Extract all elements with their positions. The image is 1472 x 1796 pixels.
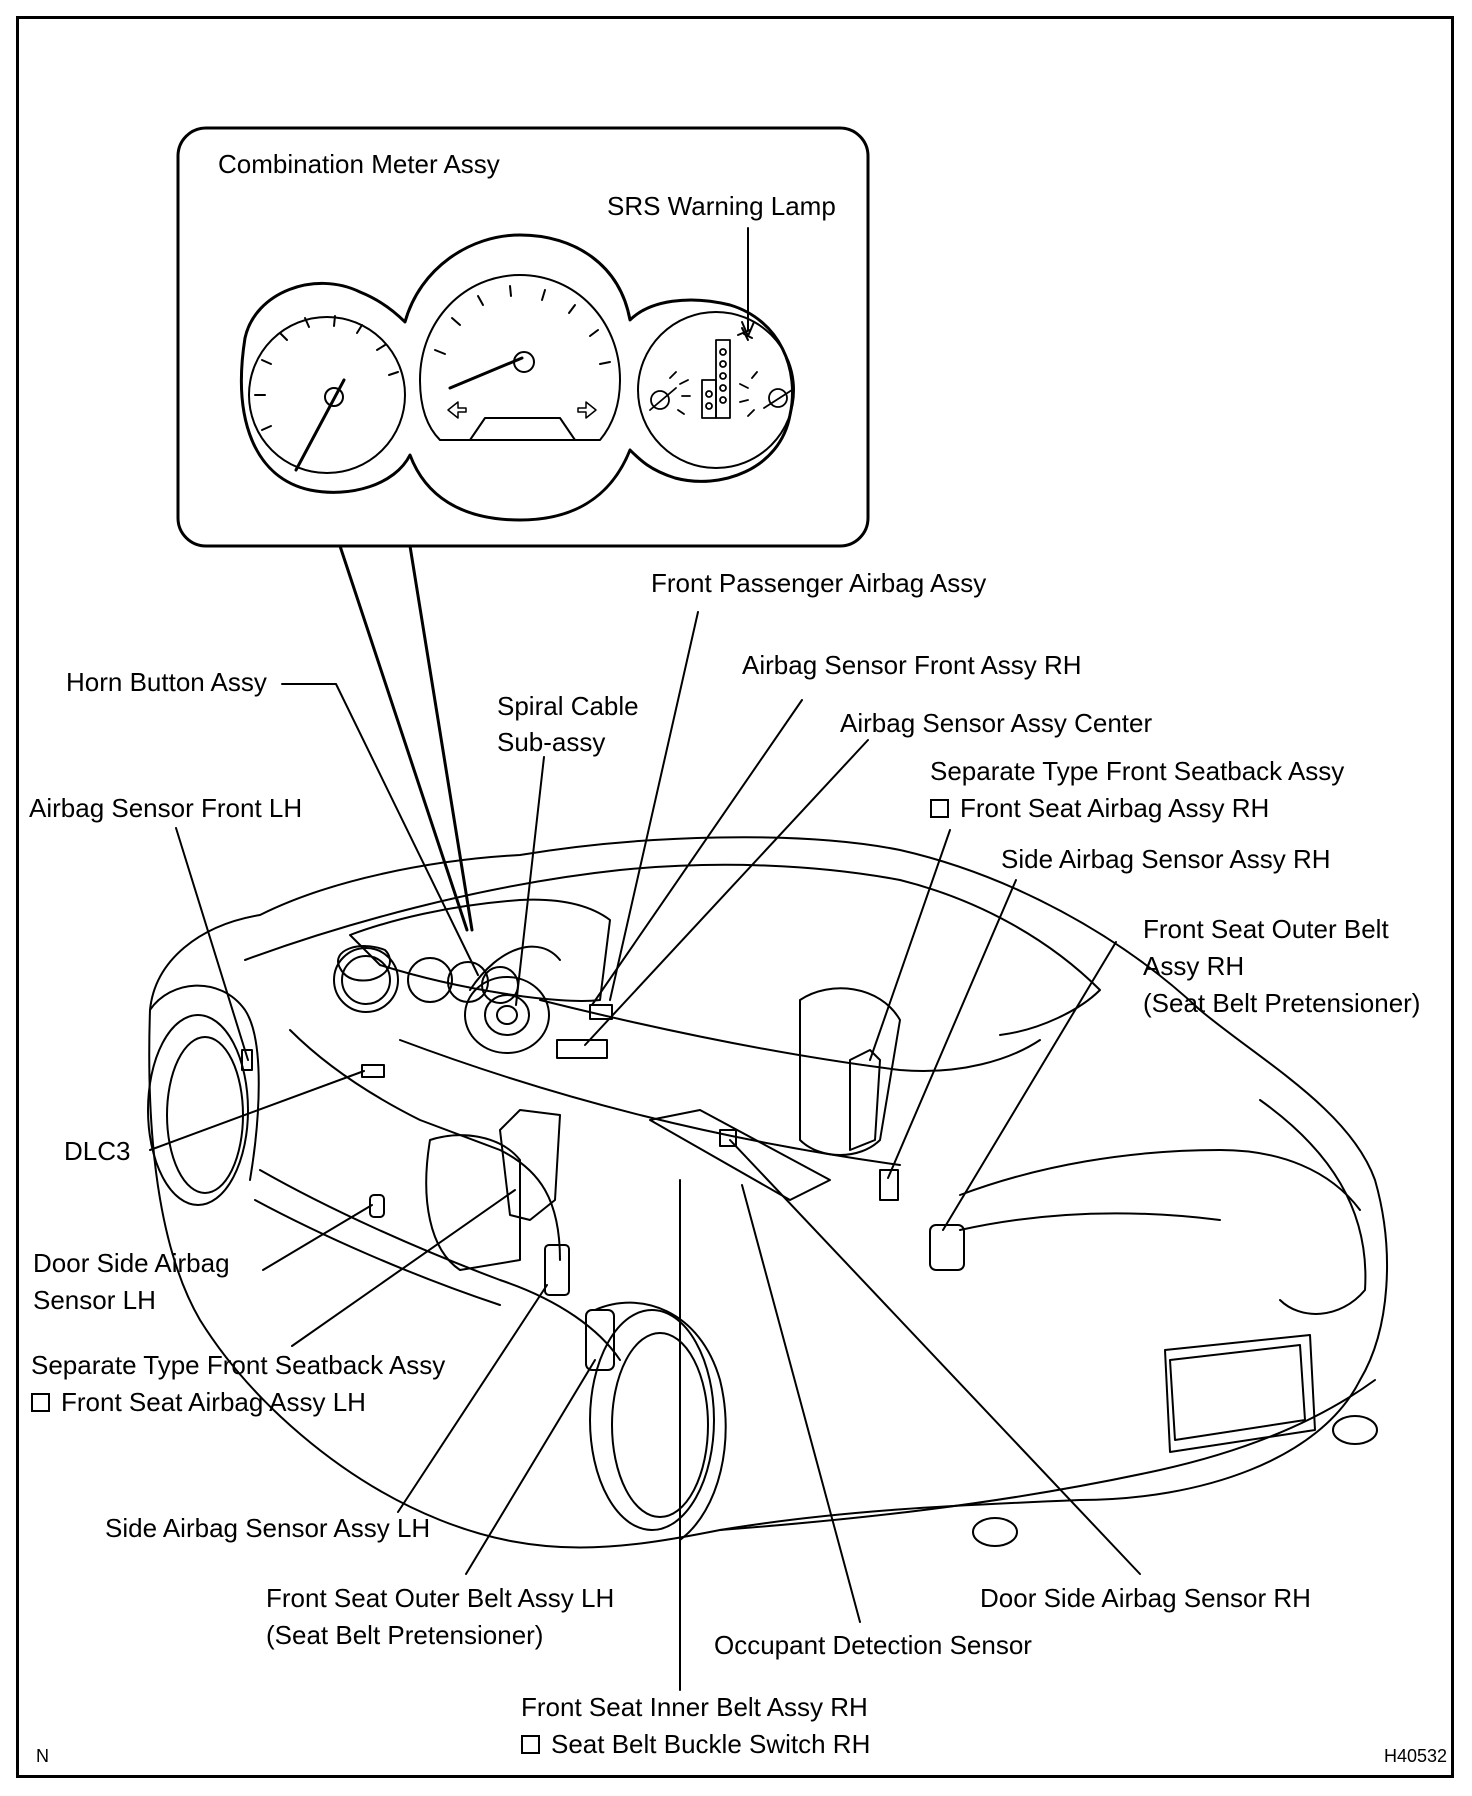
corner-code-left: N xyxy=(36,1746,49,1766)
seatback-rh-text: Front Seat Airbag Assy RH xyxy=(960,793,1270,823)
checkbox-icon xyxy=(521,1735,540,1754)
airbag-sensor-center-label: Airbag Sensor Assy Center xyxy=(840,708,1153,738)
seatback-rh-label-line1: Separate Type Front Seatback Assy xyxy=(930,756,1345,786)
spiral-cable-label-line2: Sub-assy xyxy=(497,727,606,757)
combination-meter-inset xyxy=(176,126,870,548)
seatback-lh-label-line1: Separate Type Front Seatback Assy xyxy=(31,1350,446,1380)
seatback-lh-text: Front Seat Airbag Assy LH xyxy=(61,1387,366,1417)
occupant-detection-label: Occupant Detection Sensor xyxy=(714,1630,1032,1660)
tacho-needle xyxy=(294,378,346,472)
horn-button-label: Horn Button Assy xyxy=(66,667,267,697)
outer-belt-lh-label-line1: Front Seat Outer Belt Assy LH xyxy=(266,1583,615,1613)
side-airbag-sensor-lh-label: Side Airbag Sensor Assy LH xyxy=(105,1513,431,1543)
spiral-cable-label-line1: Spiral Cable xyxy=(497,691,639,721)
door-side-rh-label: Door Side Airbag Sensor RH xyxy=(980,1583,1311,1613)
dlc3-label: DLC3 xyxy=(64,1136,131,1166)
outer-belt-rh-label-line1: Front Seat Outer Belt xyxy=(1143,914,1389,944)
leader-lines xyxy=(149,611,1141,1691)
srs-warning-lamp-label: SRS Warning Lamp xyxy=(607,191,836,221)
vehicle-line-drawing xyxy=(147,836,1388,1549)
diagram-frame xyxy=(16,16,1454,1778)
inner-belt-rh-label-line2: Seat Belt Buckle Switch RH xyxy=(521,1726,870,1763)
front-passenger-airbag-label: Front Passenger Airbag Assy xyxy=(651,568,987,598)
airbag-sensor-front-lh-label: Airbag Sensor Front LH xyxy=(29,793,303,823)
meter-cluster-outline xyxy=(239,233,794,522)
speedo-needle xyxy=(448,356,524,390)
inner-belt-rh-text: Seat Belt Buckle Switch RH xyxy=(551,1729,871,1759)
side-airbag-sensor-rh-label: Side Airbag Sensor Assy RH xyxy=(1001,844,1331,874)
outer-belt-rh-label-line2: Assy RH xyxy=(1143,951,1245,981)
outer-belt-lh-label-line2: (Seat Belt Pretensioner) xyxy=(266,1620,544,1650)
airbag-sensor-front-rh-label: Airbag Sensor Front Assy RH xyxy=(742,650,1082,680)
outer-belt-rh-label-line3: (Seat Belt Pretensioner) xyxy=(1143,988,1421,1018)
figure-id: H40532 xyxy=(1384,1746,1448,1766)
seatback-lh-label-line2: Front Seat Airbag Assy LH xyxy=(31,1384,366,1421)
inner-belt-rh-label-line1: Front Seat Inner Belt Assy RH xyxy=(521,1692,868,1722)
door-side-lh-label-line1: Door Side Airbag xyxy=(33,1248,230,1278)
checkbox-icon xyxy=(930,799,949,818)
combination-meter-title: Combination Meter Assy xyxy=(218,149,500,179)
seatback-rh-label-line2: Front Seat Airbag Assy RH xyxy=(930,790,1269,827)
door-side-lh-label-line2: Sensor LH xyxy=(33,1285,156,1315)
checkbox-icon xyxy=(31,1393,50,1412)
